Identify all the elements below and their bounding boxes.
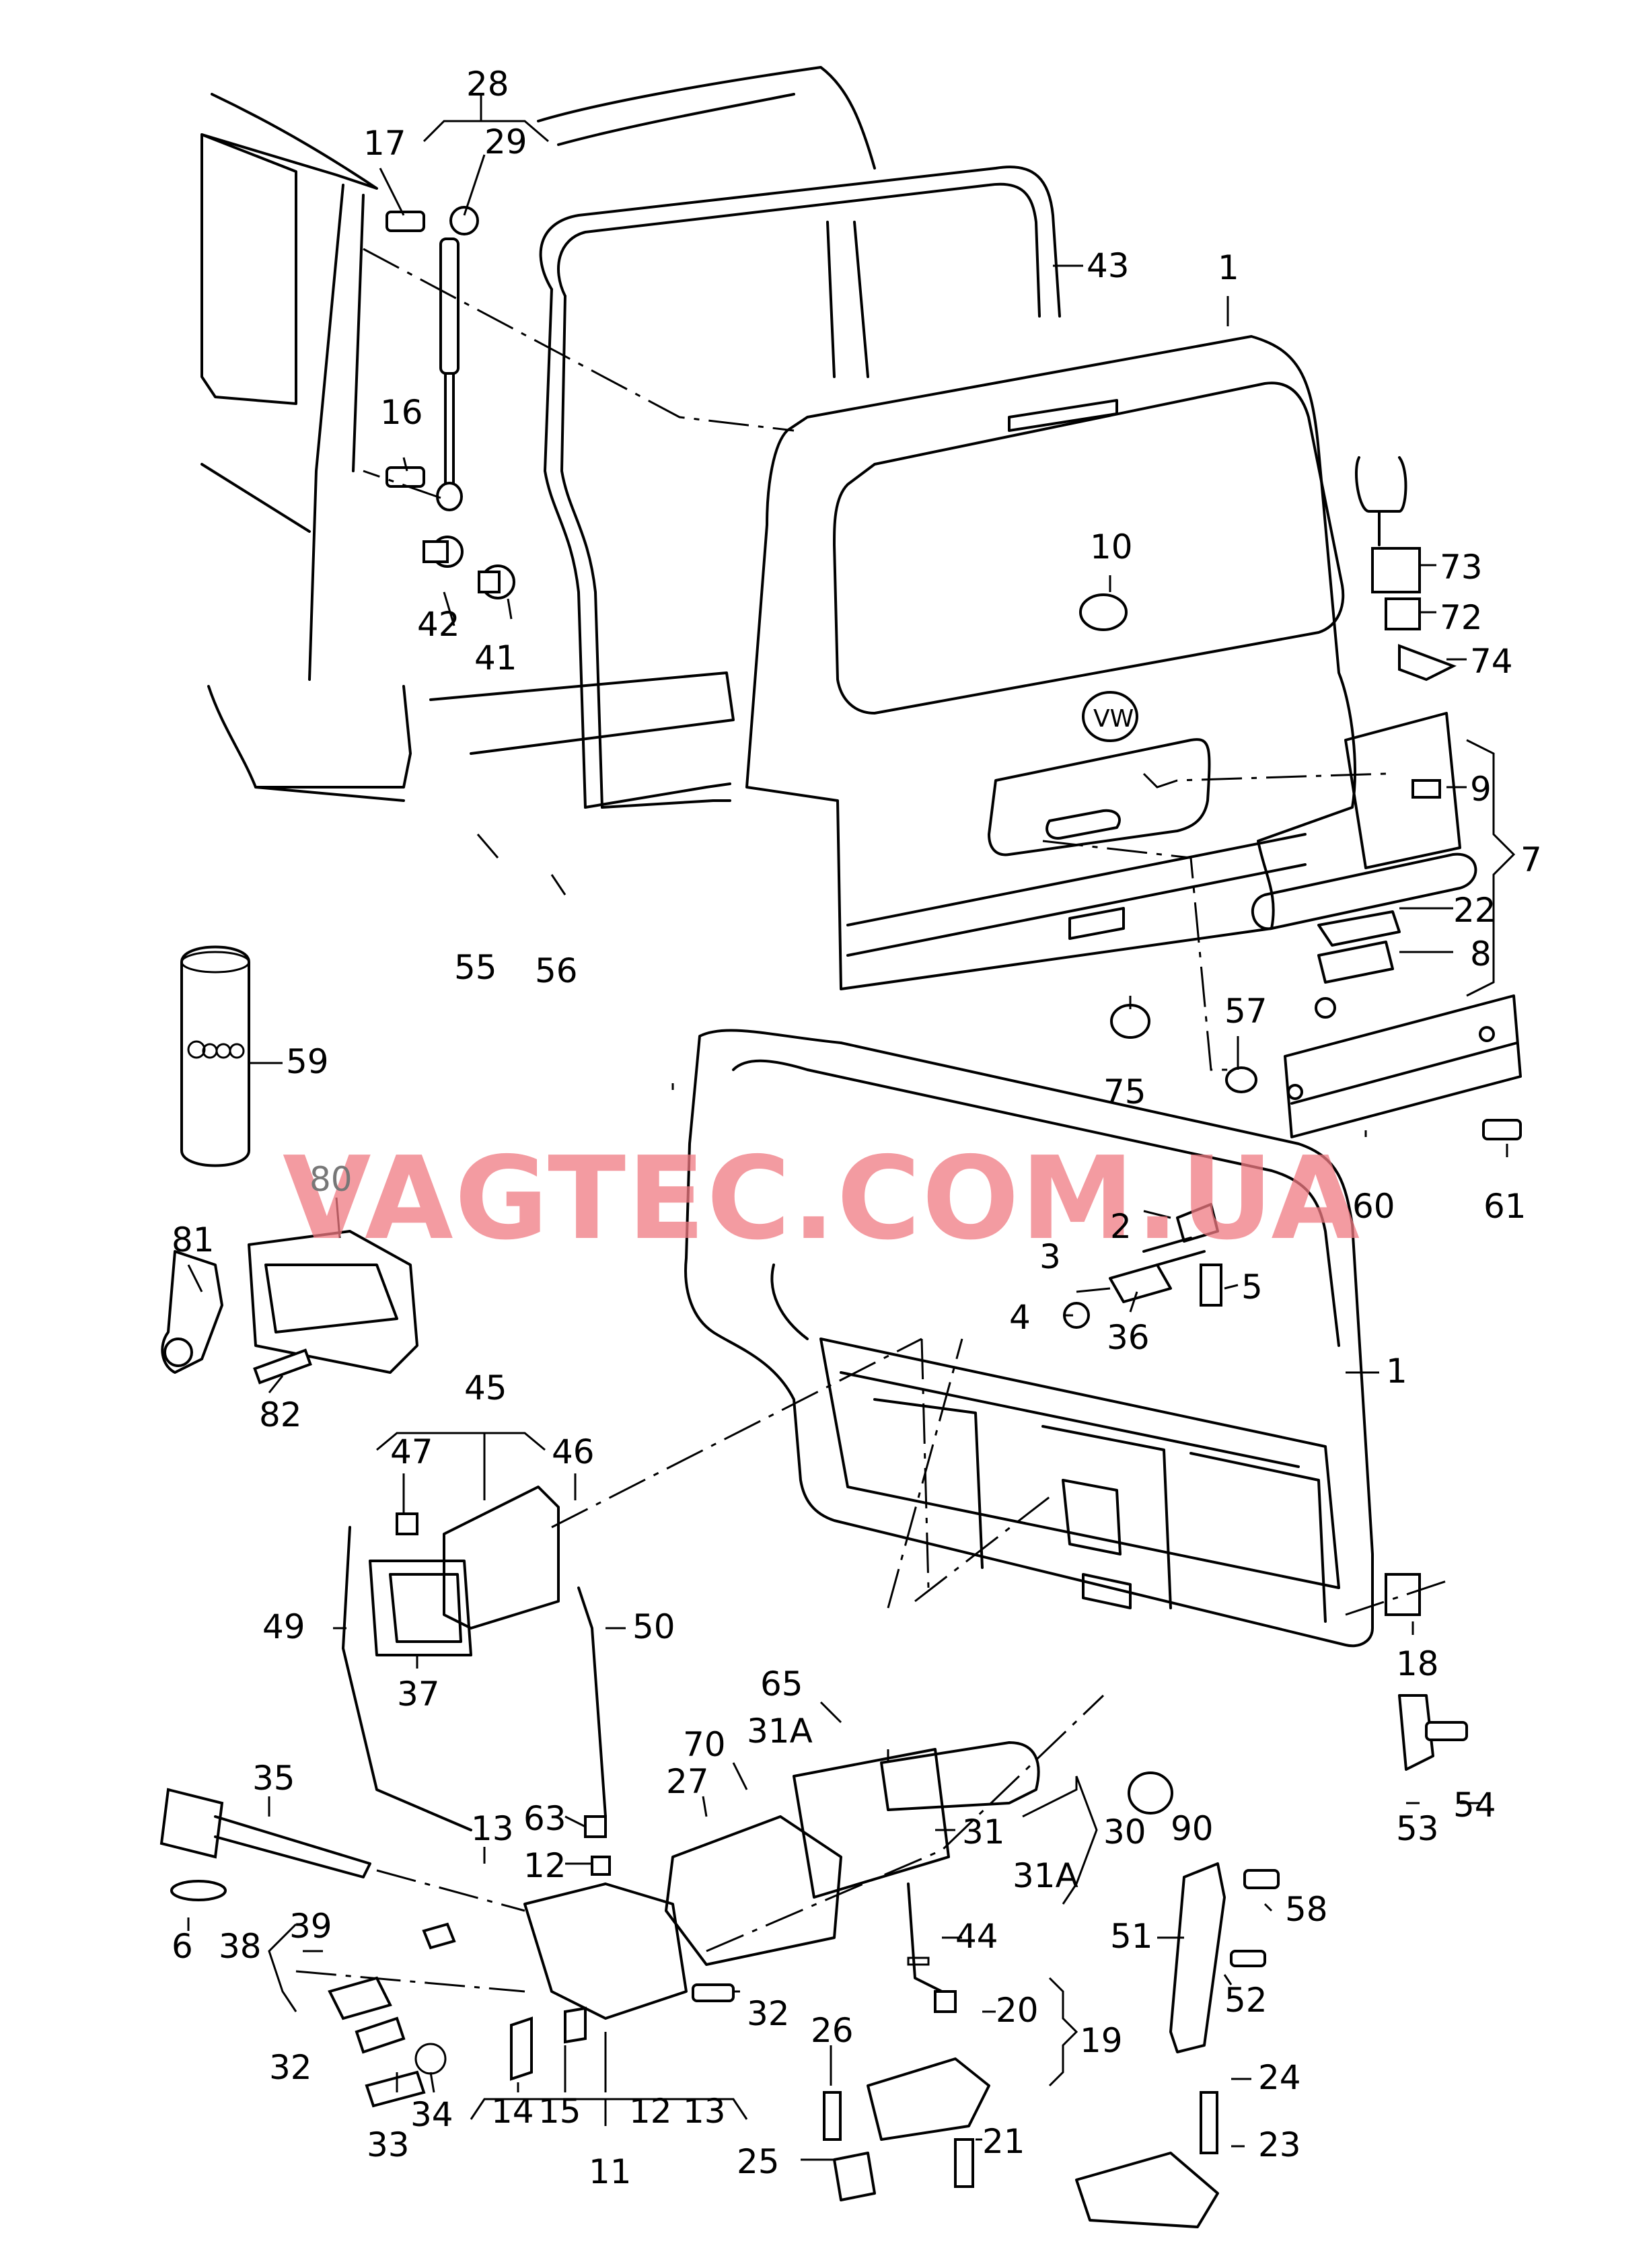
spray-can [180, 945, 250, 1167]
callout-25: 25 [737, 2142, 780, 2181]
callout-23: 23 [1258, 2125, 1301, 2164]
callout-30: 30 [1103, 1813, 1146, 1852]
callout-7: 7 [1520, 840, 1542, 879]
callout-57: 57 [1224, 992, 1268, 1031]
callout-32-left: 32 [269, 2048, 312, 2087]
callout-35: 35 [252, 1759, 295, 1798]
callout-8: 8 [1470, 935, 1492, 974]
callout-9: 9 [1470, 770, 1492, 809]
callout-81: 81 [172, 1220, 215, 1259]
callout-59: 59 [286, 1042, 329, 1081]
callout-13-top: 13 [471, 1809, 514, 1848]
callout-46: 46 [552, 1432, 595, 1471]
callout-18: 18 [1396, 1644, 1439, 1683]
callout-33: 33 [367, 2125, 410, 2164]
callout-74: 74 [1470, 642, 1513, 681]
callout-51: 51 [1110, 1917, 1153, 1956]
vehicle-body-outline [200, 66, 876, 802]
door-seal [539, 166, 1061, 809]
callout-labels: 28 17 29 43 1 16 10 73 72 74 42 41 9 7 2… [172, 65, 1542, 2191]
callout-12-bottom: 12 [629, 2092, 672, 2131]
callout-58: 58 [1285, 1890, 1328, 1929]
tailgate-outer: VW [745, 335, 1356, 990]
leader-lines [187, 94, 1516, 2161]
callout-31A-bottom: 31A [1013, 1856, 1078, 1895]
callout-54: 54 [1453, 1786, 1496, 1825]
callout-3: 3 [1039, 1237, 1061, 1276]
callout-31A-top: 31A [747, 1712, 813, 1751]
callout-36: 36 [1107, 1318, 1150, 1357]
hinge [1063, 1203, 1222, 1329]
callout-42: 42 [417, 605, 460, 644]
callout-26: 26 [811, 2011, 854, 2050]
callout-12-top: 12 [523, 1846, 566, 1885]
callout-11: 11 [589, 2152, 632, 2191]
callout-27: 27 [666, 1762, 709, 1801]
watermark-text: VAGTEC.COM.UA [283, 1132, 1361, 1266]
callout-2: 2 [1110, 1207, 1132, 1246]
callout-1-mid: 1 [1386, 1352, 1407, 1391]
callout-1-top: 1 [1218, 248, 1239, 287]
callout-82: 82 [259, 1395, 302, 1434]
striker-and-clips [823, 1573, 1468, 2228]
callout-70: 70 [683, 1725, 726, 1764]
callout-55: 55 [454, 948, 497, 987]
inner-handle-assembly [342, 1486, 607, 1831]
callout-75: 75 [1103, 1072, 1146, 1111]
callout-45: 45 [464, 1368, 507, 1407]
trim-strip-and-light [1079, 456, 1522, 1140]
callout-56: 56 [535, 951, 578, 990]
callout-16: 16 [380, 393, 423, 432]
callout-65: 65 [760, 1665, 803, 1704]
callout-73: 73 [1440, 548, 1483, 587]
callout-61: 61 [1483, 1187, 1527, 1226]
callout-19: 19 [1080, 2021, 1123, 2060]
callout-60: 60 [1352, 1187, 1395, 1226]
callout-44: 44 [955, 1917, 998, 1956]
callout-50: 50 [632, 1607, 675, 1646]
gas-strut [386, 206, 515, 599]
callout-13-bottom: 13 [683, 2092, 726, 2131]
callout-24: 24 [1258, 2058, 1301, 2097]
callout-14: 14 [491, 2092, 534, 2131]
tailgate-inner-frame [684, 1029, 1374, 1648]
assembly-lines [295, 248, 1447, 1993]
vw-logo-badge: VW [1093, 705, 1134, 733]
callout-53: 53 [1396, 1809, 1439, 1848]
callout-41: 41 [474, 638, 517, 678]
callout-49: 49 [262, 1607, 305, 1646]
callout-10: 10 [1090, 527, 1133, 566]
callout-15: 15 [538, 2092, 581, 2131]
callout-72: 72 [1440, 598, 1483, 637]
callout-32-right: 32 [747, 1994, 790, 2033]
callout-4: 4 [1009, 1298, 1031, 1337]
callout-39: 39 [289, 1907, 332, 1946]
callout-21: 21 [982, 2122, 1025, 2161]
trim-bracket [161, 1230, 418, 1385]
callout-80: 80 [309, 1160, 353, 1199]
callout-17: 17 [363, 124, 406, 163]
callout-38: 38 [219, 1927, 262, 1966]
callout-6: 6 [172, 1927, 193, 1966]
callout-47: 47 [390, 1432, 433, 1471]
callout-37: 37 [397, 1675, 440, 1714]
callout-22: 22 [1453, 891, 1496, 930]
callout-20: 20 [996, 1991, 1039, 2030]
callout-31: 31 [962, 1813, 1005, 1852]
callout-29: 29 [484, 122, 527, 161]
callout-34: 34 [410, 2095, 453, 2134]
callout-5: 5 [1241, 1268, 1263, 1307]
callout-43: 43 [1087, 246, 1130, 285]
callout-63: 63 [523, 1799, 566, 1838]
callout-90: 90 [1171, 1809, 1214, 1848]
callout-28: 28 [466, 65, 509, 104]
callout-52: 52 [1224, 1981, 1268, 2020]
